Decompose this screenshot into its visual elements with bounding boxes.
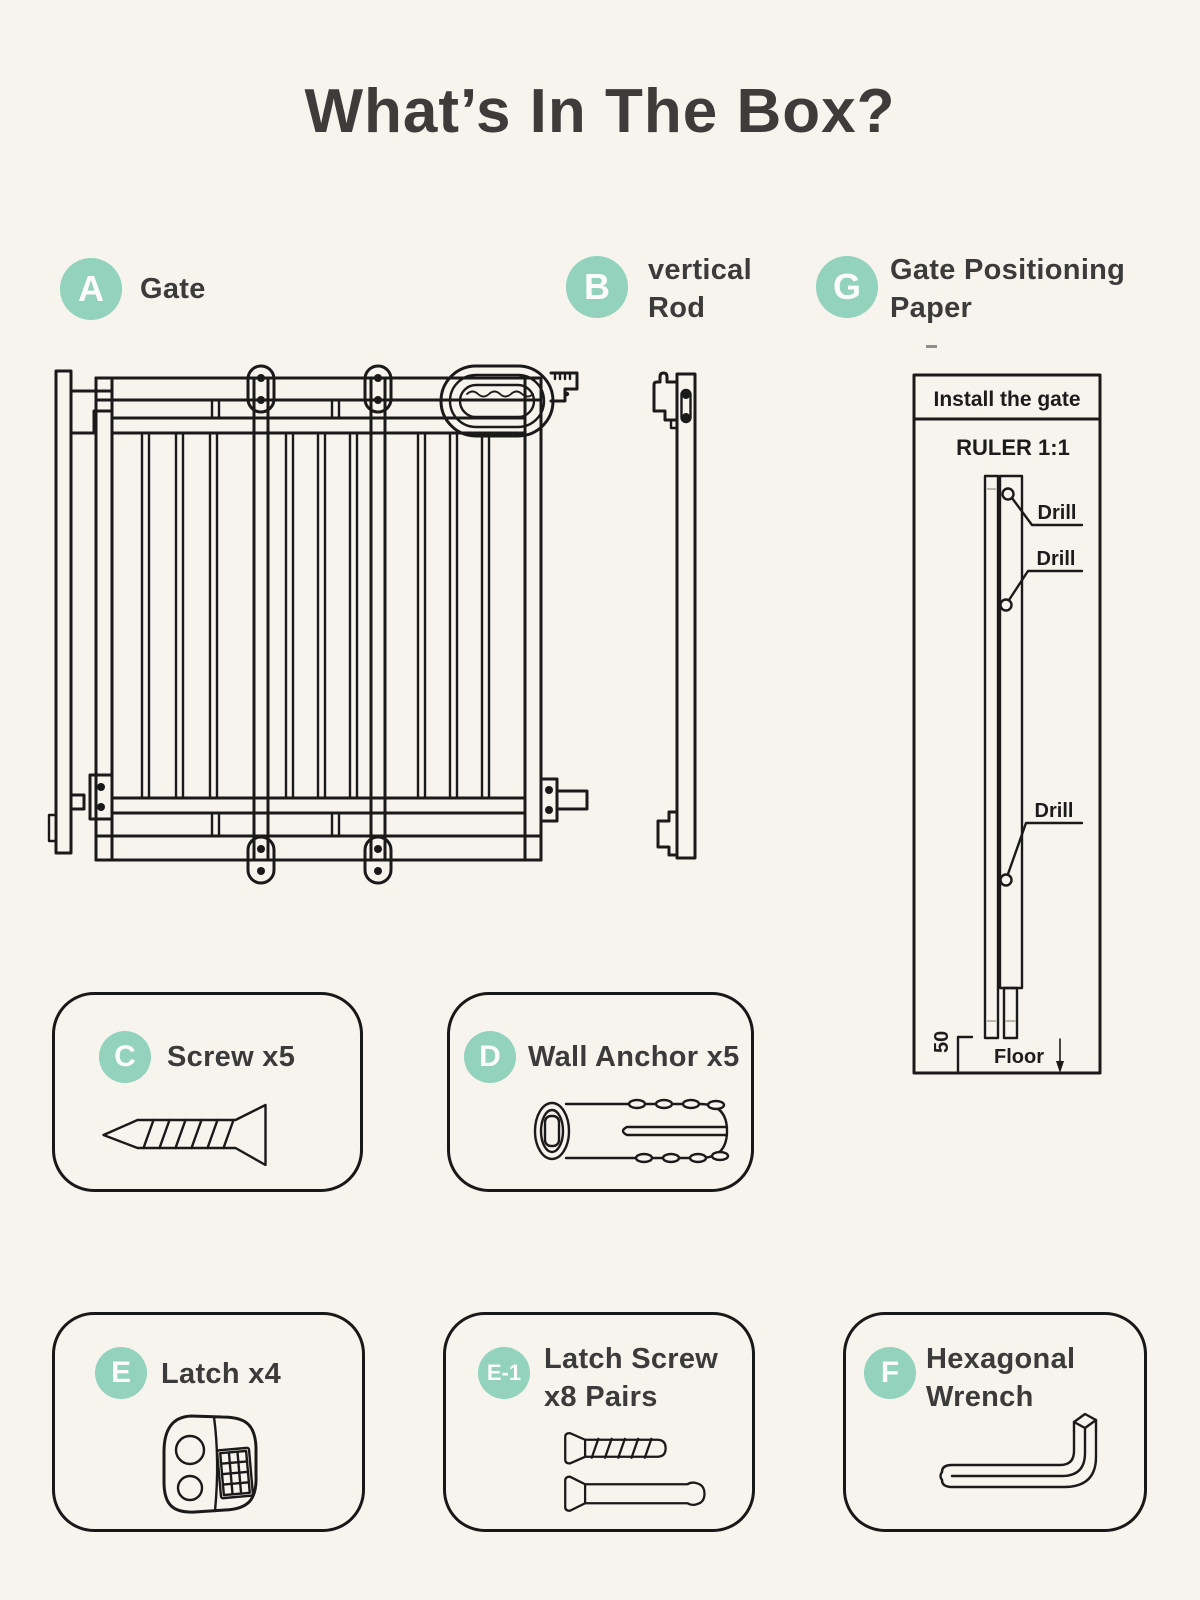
drill-label-1: Drill <box>1038 502 1077 524</box>
vertical-rod-drawing <box>652 371 697 860</box>
part-e1-badge: E-1 <box>478 1347 530 1399</box>
part-e1-label-line1: Latch Screw <box>544 1343 719 1375</box>
part-d-label: Wall Anchor x5 <box>528 1041 740 1073</box>
drill-label-3: Drill <box>1035 800 1074 822</box>
part-c-letter: C <box>114 1040 136 1073</box>
latch-screw-drawing <box>564 1431 706 1512</box>
part-e-label: Latch x4 <box>161 1358 282 1390</box>
box-latch: E Latch x4 <box>52 1312 365 1532</box>
part-f-label-line1: Hexagonal <box>926 1343 1076 1375</box>
part-a-label: Gate <box>140 273 206 305</box>
part-g-badge: G <box>816 256 878 318</box>
drill-label-2: Drill <box>1037 548 1076 570</box>
hex-wrench-drawing <box>939 1412 1098 1489</box>
part-d-letter: D <box>479 1040 501 1073</box>
part-f-badge: F <box>864 1347 916 1399</box>
screw-drawing <box>102 1103 267 1167</box>
part-g-label: Gate Positioning Paper <box>890 251 1125 327</box>
part-e1-letter: E-1 <box>486 1360 522 1385</box>
part-g-label-line1: Gate Positioning <box>890 254 1126 286</box>
part-e1-label: Latch Screw x8 Pairs <box>544 1340 718 1416</box>
page-title: What’s In The Box? <box>304 77 896 146</box>
gate-drawing <box>47 364 589 885</box>
part-b-label-line1: vertical <box>648 254 752 286</box>
part-b-label: vertical Rod <box>648 251 752 327</box>
paper-header-text: Install the gate <box>933 388 1080 411</box>
part-f-label: Hexagonal Wrench <box>926 1340 1075 1416</box>
paper-ruler-text: RULER 1:1 <box>956 435 1070 460</box>
part-f-label-line2: Wrench <box>926 1381 1034 1413</box>
stray-dash-mark <box>926 345 937 348</box>
part-c-badge: C <box>99 1031 151 1083</box>
part-b-letter: B <box>584 266 610 307</box>
part-f-letter: F <box>880 1356 900 1389</box>
latch-drawing <box>162 1414 258 1514</box>
part-e1-label-line2: x8 Pairs <box>544 1381 658 1413</box>
part-e-letter: E <box>110 1356 131 1389</box>
part-b-badge: B <box>566 256 628 318</box>
part-e-badge: E <box>95 1347 147 1399</box>
box-screw: C Screw x5 <box>52 992 363 1192</box>
offset-50-text: 50 <box>931 1031 953 1053</box>
part-g-letter: G <box>832 266 861 307</box>
box-hex-wrench: F Hexagonal Wrench <box>843 1312 1147 1532</box>
positioning-paper-drawing: Install the gate RULER 1:1 Drill Drill D… <box>912 373 1102 1075</box>
part-d-badge: D <box>464 1031 516 1083</box>
part-b-label-line2: Rod <box>648 292 706 324</box>
box-wall-anchor: D Wall Anchor x5 <box>447 992 754 1192</box>
part-c-label: Screw x5 <box>167 1041 296 1073</box>
part-a-letter: A <box>78 268 104 309</box>
part-g-label-line2: Paper <box>890 292 973 324</box>
floor-text: Floor <box>994 1046 1044 1068</box>
wall-anchor-drawing <box>533 1098 730 1164</box>
box-latch-screw: E-1 Latch Screw x8 Pairs <box>443 1312 755 1532</box>
part-a-badge: A <box>60 258 122 320</box>
